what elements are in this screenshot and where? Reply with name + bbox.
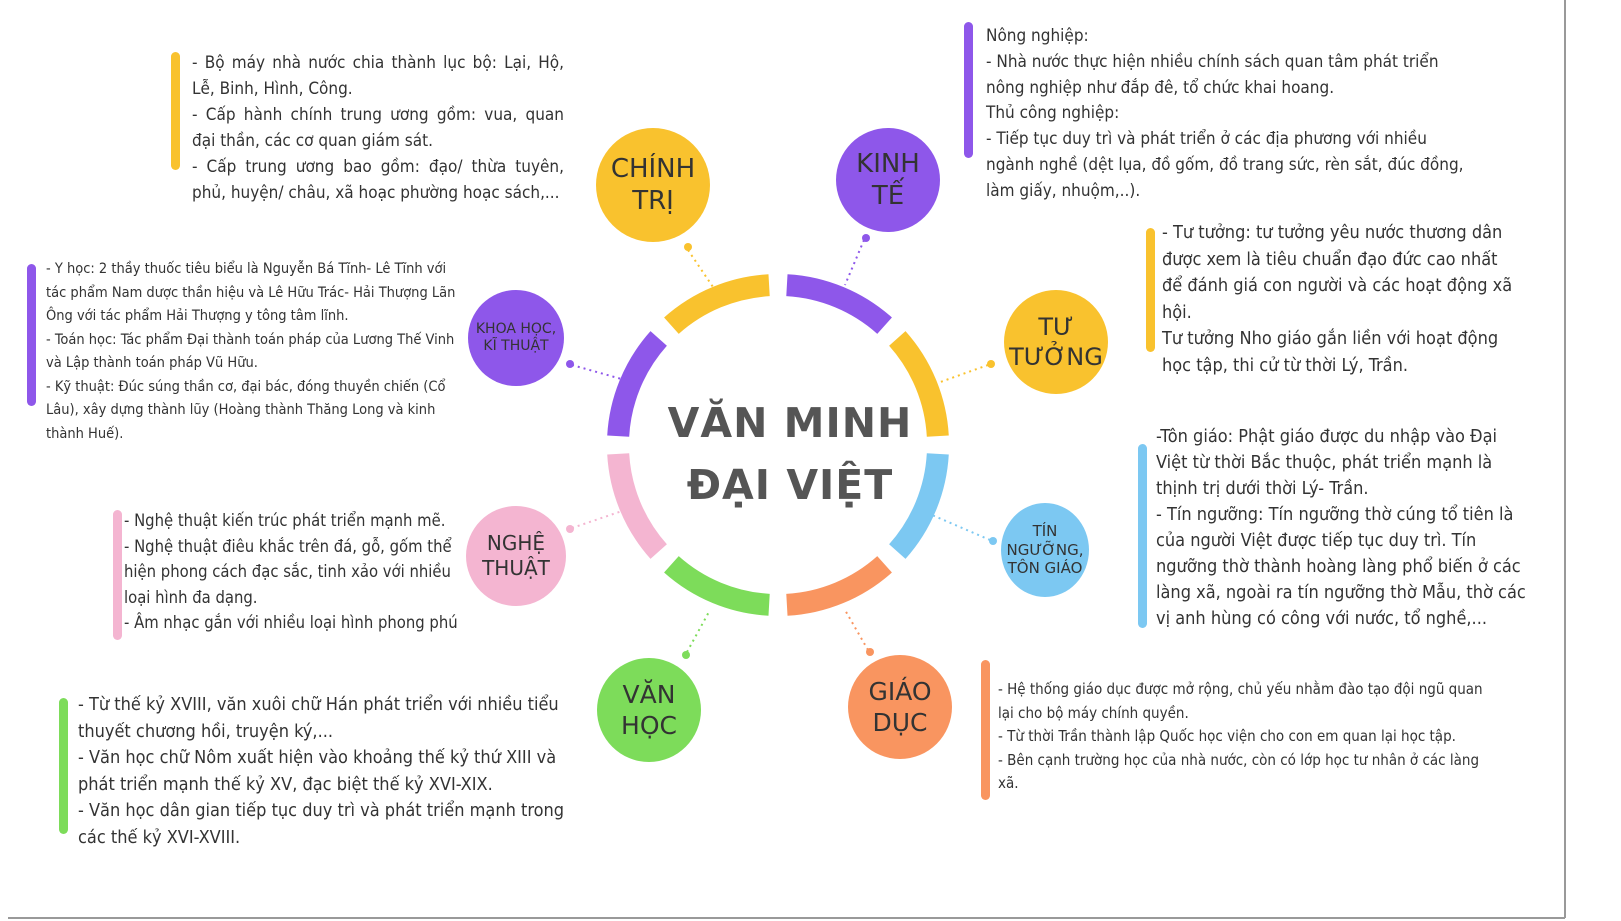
- connector-van-hoc: [686, 609, 711, 653]
- dot-tin-nguong: [989, 537, 997, 545]
- note-nghe-thuat: - Nghệ thuật kiến trúc phát triển mạnh m…: [124, 511, 458, 632]
- dot-khoa-hoc: [566, 360, 574, 368]
- ring-segment-tu-tuong: [888, 331, 949, 437]
- note-tin-nguong: -Tôn giáo: Phật giáo được du nhập vào Đạ…: [1156, 426, 1526, 629]
- center-title-line1: VĂN MINH: [667, 399, 913, 447]
- bubble-tin-nguong-line1: TÍN: [1032, 521, 1058, 540]
- bar-chinh-tri: [171, 52, 180, 170]
- bubble-van-hoc-line1: VĂN: [622, 679, 676, 709]
- ring-segment-giao-duc: [786, 555, 892, 616]
- bar-tin-nguong: [1138, 444, 1147, 628]
- note-tu-tuong: - Tư tưởng: tư tưởng yêu nước thương dân…: [1162, 222, 1513, 376]
- bubble-van-hoc-line2: HỌC: [621, 711, 677, 740]
- connector-kinh-te: [844, 239, 865, 286]
- connector-chinh-tri: [687, 249, 716, 291]
- ring-segment-van-hoc: [664, 555, 770, 616]
- bubble-tin-nguong-line2: NGƯỠNG,: [1006, 540, 1084, 559]
- bubble-giao-duc-line1: GIÁO: [868, 676, 932, 706]
- bubble-khoa-hoc-line1: KHOA HỌC,: [475, 320, 557, 337]
- note-kinh-te: Nông nghiệp: - Nhà nước thực hiện nhiều …: [986, 26, 1464, 201]
- bubble-khoa-hoc-line2: KĨ THUẬT: [483, 338, 549, 354]
- dot-kinh-te: [862, 234, 870, 242]
- note-van-hoc: - Từ thế kỷ XVIII, văn xuôi chữ Hán phát…: [78, 694, 565, 848]
- note-chinh-tri: - Bộ máy nhà nước chia thành lục bộ: Lại…: [192, 53, 564, 203]
- bubble-nghe-thuat-line1: NGHỆ: [486, 531, 546, 555]
- connector-giao-duc: [844, 609, 869, 651]
- note-giao-duc: - Hệ thống giáo dục được mở rộng, chủ yế…: [998, 680, 1483, 792]
- bar-tu-tuong: [1146, 228, 1155, 352]
- note-khoa-hoc: - Y học: 2 thầy thuốc tiêu biểu là Nguyễ…: [46, 261, 456, 442]
- connector-dots: [566, 234, 997, 659]
- center-ring: [607, 274, 949, 616]
- dot-van-hoc: [682, 651, 690, 659]
- dot-nghe-thuat: [566, 525, 574, 533]
- bar-khoa-hoc: [27, 264, 36, 406]
- connector-nghe-thuat: [571, 509, 626, 529]
- bubble-kinh-te-line1: KINH: [856, 148, 920, 179]
- bar-giao-duc: [981, 660, 990, 800]
- bubble-tu-tuong-line1: TƯ: [1038, 313, 1074, 341]
- dot-chinh-tri: [684, 243, 692, 251]
- ring-segment-nghe-thuat: [607, 453, 668, 559]
- ring-segment-khoa-hoc: [607, 331, 668, 437]
- connector-khoa-hoc: [571, 364, 626, 381]
- bar-nghe-thuat: [113, 510, 122, 640]
- ring-segment-kinh-te: [786, 274, 892, 335]
- connector-tin-nguong: [931, 514, 991, 541]
- bubble-giao-duc-line2: DỤC: [872, 708, 928, 737]
- ring-segment-chinh-tri: [664, 274, 770, 335]
- connector-tu-tuong: [931, 364, 989, 386]
- bar-van-hoc: [59, 698, 68, 834]
- dot-giao-duc: [866, 648, 874, 656]
- bar-kinh-te: [964, 22, 973, 158]
- bubble-tin-nguong-line3: TÔN GIÁO: [1007, 559, 1083, 578]
- bubble-kinh-te-line2: TẾ: [871, 181, 905, 211]
- bubble-tu-tuong-line2: TƯỞNG: [1009, 343, 1103, 371]
- bubble-khoa-hoc: KHOA HỌC,KĨ THUẬT: [468, 290, 564, 386]
- center-title: VĂN MINH ĐẠI VIỆT: [640, 392, 940, 516]
- bubble-nghe-thuat-line2: THUẬT: [482, 556, 550, 580]
- center-title-line2: ĐẠI VIỆT: [686, 461, 894, 509]
- bubble-chinh-tri-line2: TRỊ: [632, 186, 674, 216]
- dot-tu-tuong: [987, 360, 995, 368]
- ring-segment-tin-nguong: [888, 453, 949, 559]
- bubble-chinh-tri-line1: CHÍNH: [610, 153, 696, 184]
